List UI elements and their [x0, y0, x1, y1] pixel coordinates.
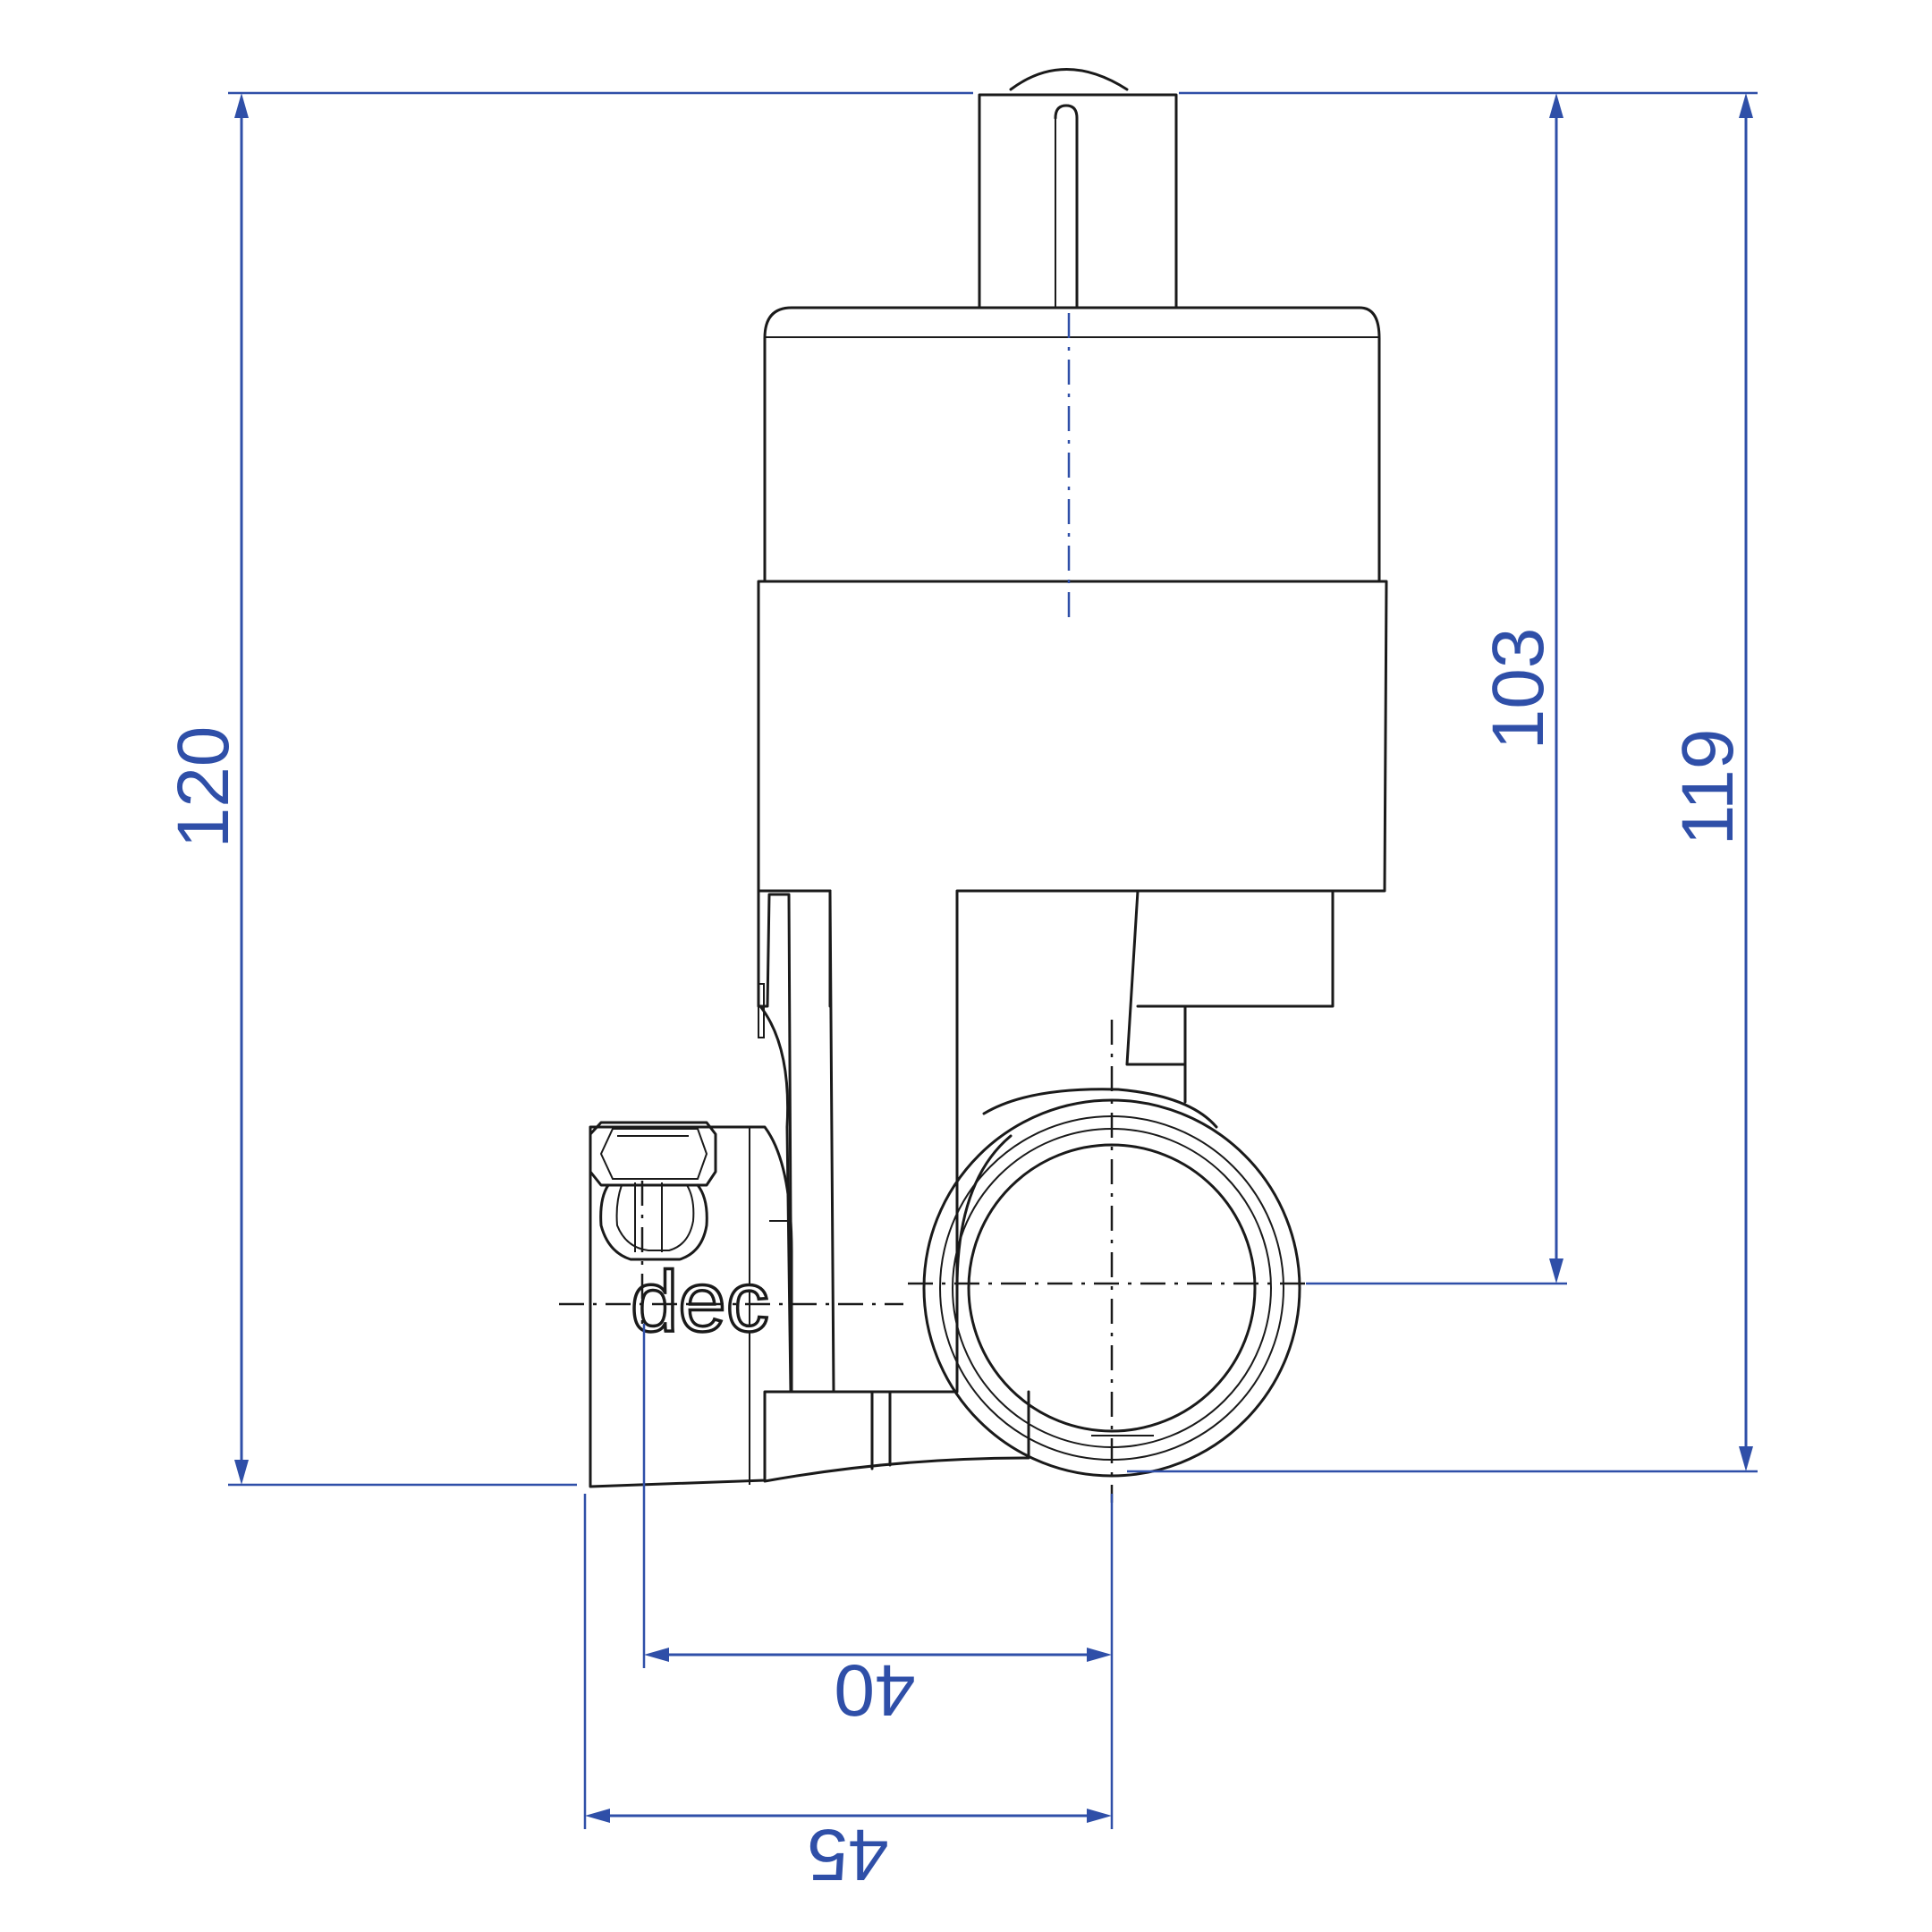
dim-40: 40	[834, 1649, 915, 1731]
body-base	[763, 1390, 1030, 1483]
dim-103: 103	[1478, 628, 1559, 750]
center-lines	[559, 313, 1306, 1503]
dimensions: 120 103 119 40 45	[163, 91, 1758, 1895]
dim-119: 119	[1667, 729, 1749, 846]
bleed-screw	[589, 1121, 717, 1261]
bracket	[758, 1004, 792, 1394]
dim-45: 45	[807, 1814, 888, 1895]
left-port-housing	[589, 1125, 793, 1488]
knob-dome	[1009, 68, 1129, 91]
brand-logo-partial: dec	[631, 1254, 769, 1350]
actuator-cap	[763, 306, 1381, 583]
dim-120: 120	[163, 726, 244, 849]
valve-outline: dec	[589, 68, 1388, 1488]
actuator-housing	[757, 580, 1388, 1394]
knob-groove	[1054, 104, 1079, 309]
right-tab	[1125, 889, 1335, 1066]
